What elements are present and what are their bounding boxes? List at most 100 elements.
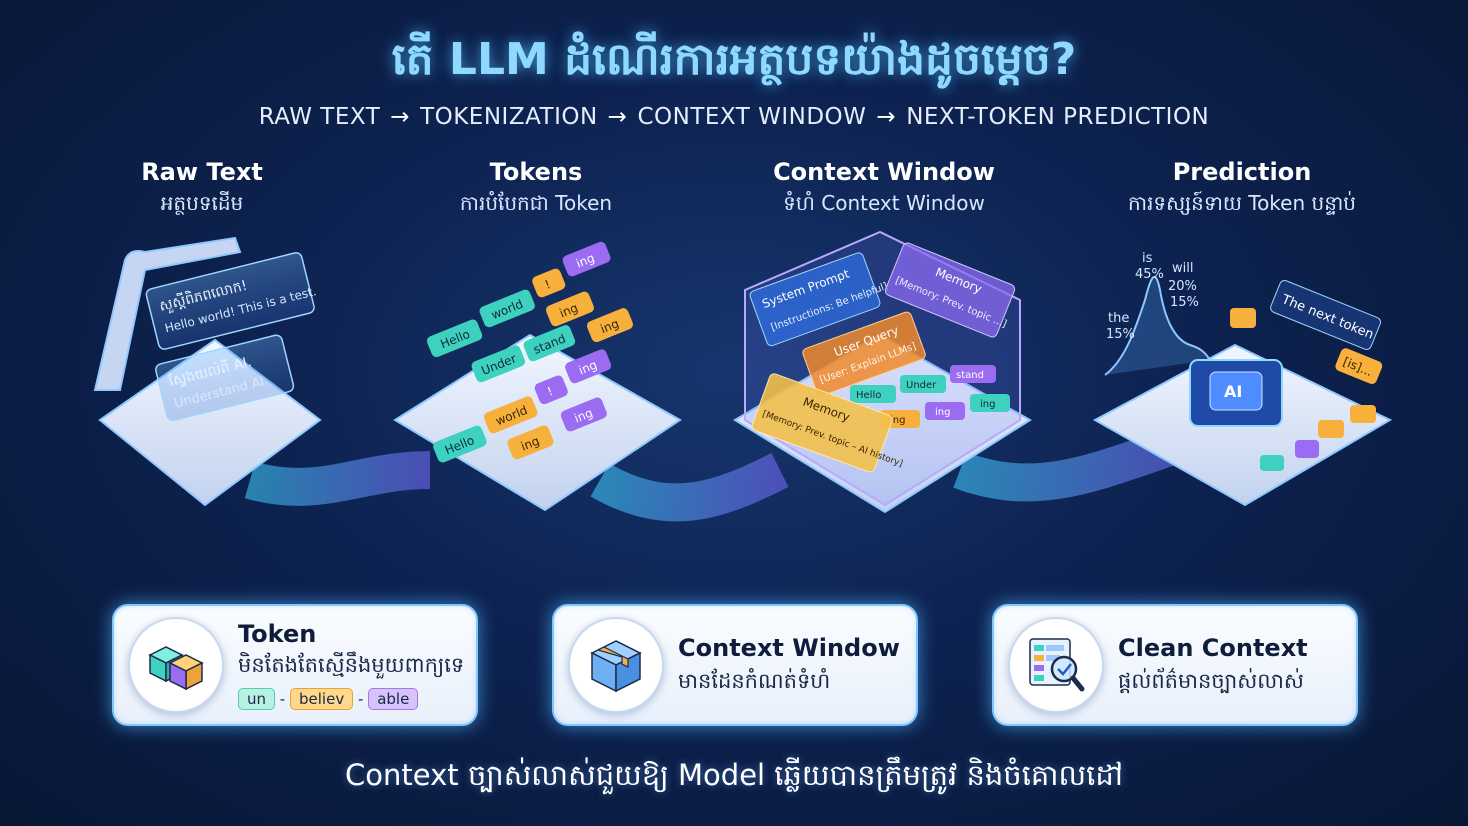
candidate-percent: 45% xyxy=(1135,267,1164,282)
panel-box xyxy=(802,311,926,397)
card-title: Token xyxy=(238,620,317,648)
card-icon-circle xyxy=(1008,617,1104,713)
card-subtitle: ផ្តល់ព័ត៌មានច្បាស់លាស់ xyxy=(1118,669,1304,693)
token-label: ing xyxy=(577,358,599,378)
floating-token xyxy=(1350,405,1376,423)
token-label: ing xyxy=(980,399,995,410)
token-block xyxy=(523,325,576,362)
token-block xyxy=(471,345,526,383)
footer-caption: Context ច្បាស់លាស់ជួយឱ្យ Model ឆ្លើយបានត… xyxy=(345,758,1123,792)
token-block xyxy=(534,375,568,405)
token-block xyxy=(426,319,483,358)
token-block xyxy=(479,289,535,328)
pipeline-illustration: សួស្តីពិភពលោក! Hello world! This is a te… xyxy=(93,230,1393,522)
stage-heading-context-window: Context Window ទំហំ Context Window xyxy=(734,158,1034,220)
panel-box xyxy=(884,242,1016,338)
token-label: ing xyxy=(558,301,580,321)
arrow-right-icon: → xyxy=(390,104,411,130)
ai-chip-core xyxy=(1209,371,1263,411)
token-block xyxy=(546,291,594,327)
card-title: Context Window xyxy=(678,634,900,662)
pipeline-step-raw-text: RAW TEXT xyxy=(258,104,381,130)
floating-token xyxy=(1230,308,1256,328)
flow-stream-1 xyxy=(244,451,431,506)
raw-text-device: សួស្តីពិភពលោក! Hello world! This is a te… xyxy=(93,236,322,507)
stage-subtitle: ទំហំ Context Window xyxy=(783,191,985,215)
token-label: ing xyxy=(890,415,905,426)
floating-token xyxy=(1318,420,1344,438)
token-block xyxy=(562,241,611,277)
data-flow-streams xyxy=(244,421,1197,522)
magnify-document-icon xyxy=(1029,638,1085,692)
token-label: ing xyxy=(935,407,950,418)
stage-title: Prediction xyxy=(1172,158,1312,186)
subword-chips: un - believ - able xyxy=(238,688,419,710)
token-label: Under xyxy=(906,380,937,391)
card-subtitle: មិនតែងតែស្មើនឹងមួយពាក្យទេ xyxy=(238,653,465,677)
chip-separator: - xyxy=(279,690,286,708)
token-block xyxy=(970,394,1010,412)
glass-panel xyxy=(145,252,315,350)
token-blocks-icon xyxy=(148,646,204,691)
token-block xyxy=(433,425,487,463)
card-subtitle: មានដែនកំណត់ទំហំ xyxy=(678,669,831,693)
card-icon-circle xyxy=(128,617,224,713)
prediction-platform: the 15% is 45% will 20% 15% AI The next … xyxy=(1092,251,1393,507)
stage-heading-tokens: Tokens ការបំបែកជា Token xyxy=(386,158,686,220)
token-label: ! xyxy=(545,384,555,399)
glass-panel xyxy=(155,334,295,422)
subword-chip: able xyxy=(368,688,419,710)
probability-curve xyxy=(1104,275,1211,376)
token-label: ing xyxy=(572,406,594,426)
token-block xyxy=(586,308,633,343)
stage-heading-prediction: Prediction ការទស្សន៍ទាយ Token បន្ទាប់ xyxy=(1092,158,1392,220)
stage-subtitle: ការទស្សន៍ទាយ Token បន្ទាប់ xyxy=(1128,191,1356,215)
token-label: ing xyxy=(598,316,620,336)
floating-token xyxy=(1295,440,1319,458)
pipeline-step-context-window: CONTEXT WINDOW xyxy=(637,104,867,130)
output-token-box xyxy=(1335,348,1383,385)
pipeline-subtitle: RAW TEXT→TOKENIZATION→CONTEXT WINDOW→NEX… xyxy=(0,104,1468,130)
token-label: ! xyxy=(543,277,553,292)
token-block xyxy=(925,402,965,420)
token-block xyxy=(900,375,946,393)
candidate-token: the xyxy=(1108,311,1129,326)
page-title: តើ LLM ដំណើរការអត្ថបទយ៉ាងដូចម្តេច? xyxy=(391,34,1077,85)
info-card-token: Token មិនតែងតែស្មើនឹងមួយពាក្យទេ un - bel… xyxy=(112,604,478,726)
token-label: ing xyxy=(574,251,596,271)
token-block xyxy=(532,268,566,298)
info-card-context-window: Context Window មានដែនកំណត់ទំហំ xyxy=(552,604,918,726)
stage-subtitle: អត្ថបទដើម xyxy=(160,191,244,215)
stage-title: Context Window xyxy=(773,158,995,186)
pipeline-step-prediction: NEXT-TOKEN PREDICTION xyxy=(906,104,1210,130)
token-block xyxy=(507,425,554,460)
device-screen-frame xyxy=(93,236,242,391)
candidate-percent: 15% xyxy=(1106,327,1135,342)
token-label: ing xyxy=(519,434,541,454)
stage-heading-raw-text: Raw Text អត្ថបទដើម xyxy=(52,158,352,220)
token-row-lower: Hello world ! ing ing ing xyxy=(433,349,612,463)
arrow-right-icon: → xyxy=(607,104,628,130)
info-card-clean-context: Clean Context ផ្តល់ព័ត៌មានច្បាស់លាស់ xyxy=(992,604,1358,726)
output-panel xyxy=(1270,279,1381,350)
candidate-percent: 20% xyxy=(1168,279,1197,294)
stage-title: Raw Text xyxy=(141,158,263,186)
subword-chip: un xyxy=(238,688,276,710)
text-panel-2: ស្វែងយល់ពី AI. Understand AI. xyxy=(155,334,295,422)
token-label: stand xyxy=(956,370,984,381)
panel-box xyxy=(749,252,881,347)
candidate-token: is xyxy=(1142,251,1153,266)
system-prompt-panel: System Prompt [Instructions: Be helpful] xyxy=(749,252,889,347)
token-block xyxy=(560,397,607,432)
floating-token xyxy=(1260,455,1284,471)
token-block xyxy=(483,396,538,434)
token-label: Hello xyxy=(856,390,881,401)
pipeline-step-tokenization: TOKENIZATION xyxy=(420,104,598,130)
stage-title: Tokens xyxy=(489,158,583,186)
panel-box xyxy=(751,373,893,473)
token-block xyxy=(950,365,996,383)
candidate-percent: 15% xyxy=(1170,295,1199,310)
candidate-token: will xyxy=(1172,261,1193,276)
card-icon-circle xyxy=(568,617,664,713)
card-title: Clean Context xyxy=(1118,634,1308,662)
